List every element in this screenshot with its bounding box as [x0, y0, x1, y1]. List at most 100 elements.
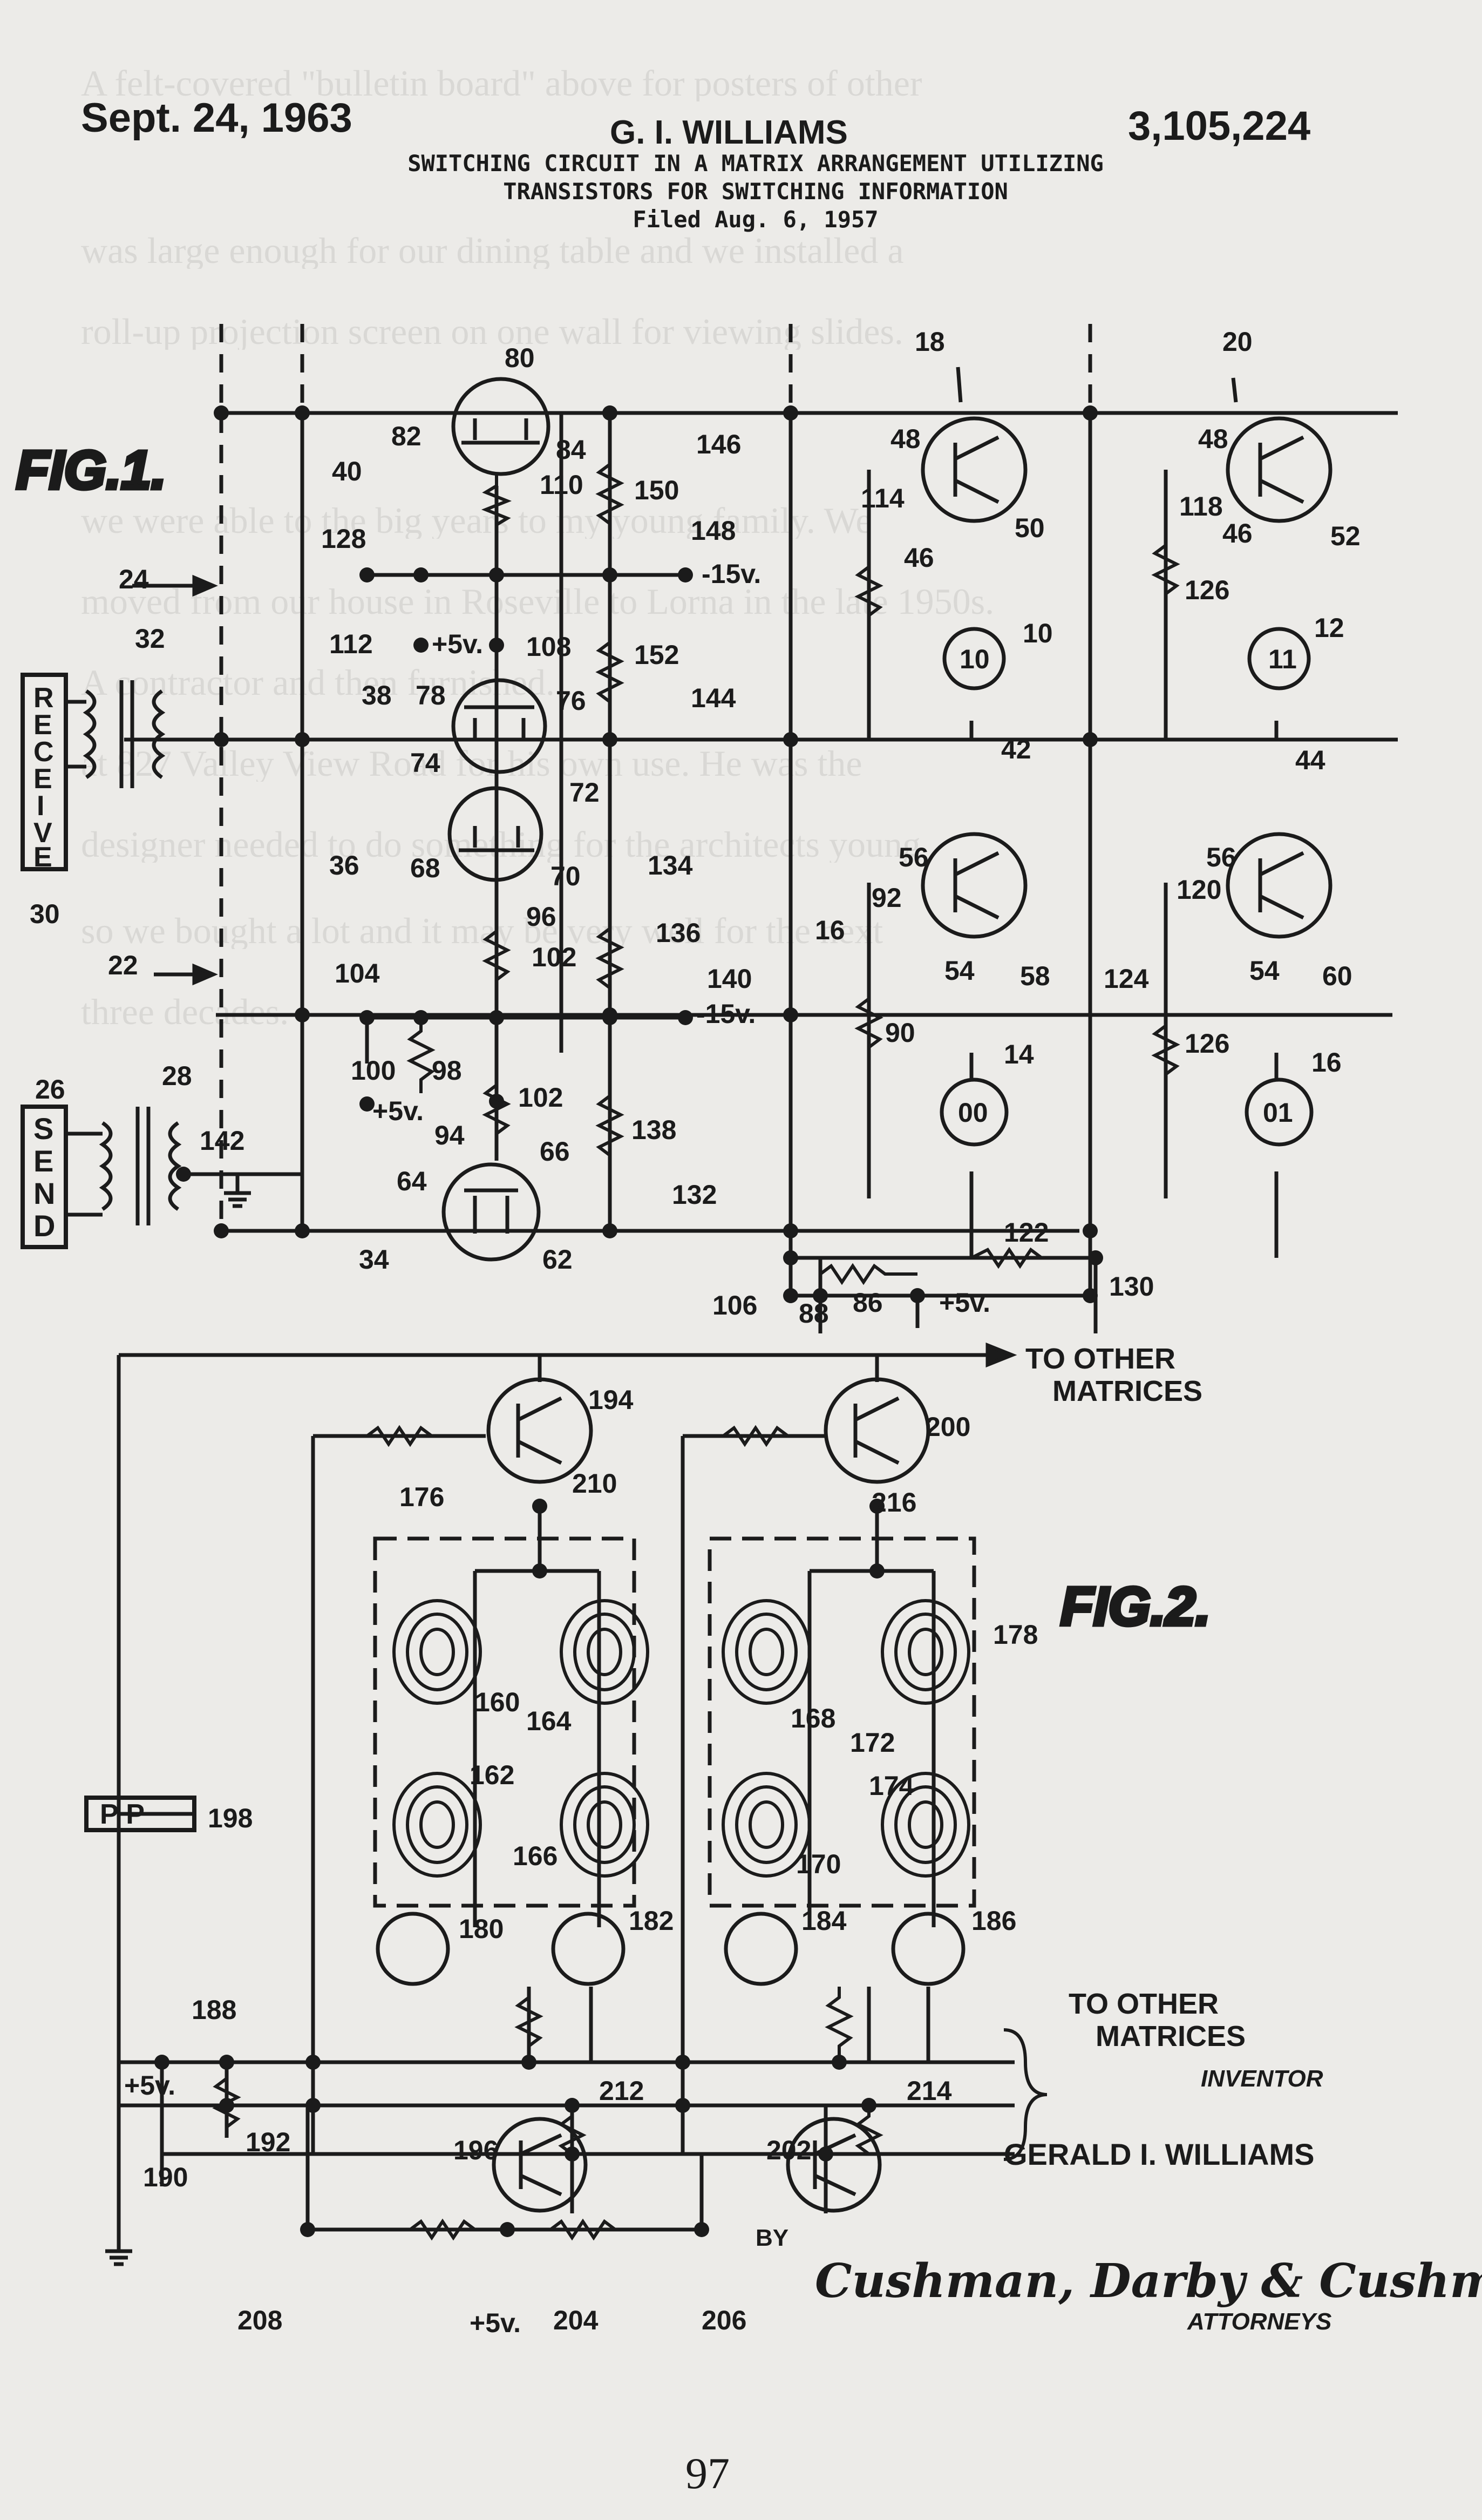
ref-80: 80	[505, 343, 535, 373]
transistor-80	[453, 379, 548, 474]
ref-126a: 126	[1185, 575, 1229, 605]
ref-16a: 16	[815, 915, 845, 945]
ref-152: 152	[634, 640, 679, 670]
ref-92: 92	[872, 883, 902, 913]
ref-82: 82	[391, 421, 422, 451]
fig2-matrix-blocks	[375, 1539, 974, 1906]
ref-20: 20	[1222, 327, 1253, 357]
transistor-74	[453, 680, 545, 772]
ref-94: 94	[434, 1120, 465, 1150]
ref-176: 176	[399, 1482, 444, 1512]
ref-18: 18	[915, 327, 945, 357]
ref-96: 96	[526, 902, 556, 932]
ref-128: 128	[321, 524, 366, 554]
resistor-98	[410, 1018, 432, 1093]
transistor-62	[444, 1164, 539, 1259]
ref-174: 174	[869, 1771, 914, 1801]
ref-38: 38	[362, 680, 392, 710]
ref-164: 164	[526, 1706, 572, 1736]
ref-214: 214	[907, 2076, 952, 2106]
resistor-180-base	[518, 1987, 540, 2057]
ref-108: 108	[526, 632, 571, 662]
receive-label: R E C E I V E	[33, 682, 54, 873]
transistor-186	[893, 1914, 963, 1984]
ref-148: 148	[691, 516, 736, 546]
ref-22: 22	[108, 950, 138, 980]
annotations: TO OTHER MATRICES TO OTHER MATRICES INVE…	[756, 1343, 1482, 2335]
transistor-58	[923, 834, 1025, 937]
ref-12: 12	[1314, 613, 1344, 643]
ref-plus5v-c: +5v.	[939, 1288, 990, 1318]
resistor-102b	[486, 1072, 507, 1144]
send-letter: E	[33, 1144, 53, 1178]
ref-206: 206	[702, 2305, 746, 2335]
resistor-90	[858, 988, 880, 1058]
ref-196: 196	[453, 2135, 498, 2165]
ref-16b: 16	[1311, 1047, 1342, 1078]
resistor-50	[858, 556, 880, 626]
resistor-204-left	[410, 2221, 507, 2238]
ref-84: 84	[556, 435, 586, 465]
ref-130: 130	[1109, 1271, 1154, 1302]
ref-192: 192	[246, 2127, 290, 2157]
ref-11-lamp: 11	[1268, 644, 1297, 674]
ref-42: 42	[1001, 734, 1031, 764]
pp-label: P P	[100, 1799, 145, 1830]
ref-166: 166	[513, 1841, 558, 1871]
ref-110: 110	[540, 470, 583, 500]
ref-114: 114	[861, 483, 905, 513]
ref-01-lamp: 01	[1263, 1098, 1293, 1128]
to-other-matrices-bottom-line1: TO OTHER	[1069, 1988, 1219, 2020]
ref-44: 44	[1295, 745, 1325, 775]
fig1-arrows	[132, 367, 1236, 983]
transistor-180	[378, 1914, 448, 1984]
page-number: 97	[685, 2448, 730, 2499]
ref-10-lamp: 10	[960, 644, 990, 674]
ref-212: 212	[599, 2076, 644, 2106]
ref-136: 136	[656, 918, 701, 948]
ref-190: 190	[143, 2162, 188, 2192]
ref-122: 122	[1004, 1217, 1049, 1248]
ref-74: 74	[410, 748, 440, 778]
ref-194: 194	[588, 1385, 634, 1415]
fig1-label: FIG.1.	[16, 440, 166, 500]
ref-178: 178	[993, 1620, 1038, 1650]
ref-minus15v-a: -15v.	[702, 559, 761, 589]
ref-72: 72	[569, 777, 600, 808]
ref-36: 36	[329, 850, 359, 880]
fig2-label: FIG.2.	[1060, 1576, 1211, 1637]
ref-200: 200	[926, 1412, 970, 1442]
transistor-46	[923, 418, 1025, 521]
ref-180: 180	[459, 1914, 504, 1944]
ref-26: 26	[35, 1074, 65, 1105]
ref-140: 140	[707, 964, 752, 994]
ref-30: 30	[30, 899, 60, 929]
ref-150: 150	[634, 475, 679, 505]
ref-120: 120	[1177, 875, 1221, 905]
ref-62: 62	[542, 1244, 573, 1275]
ref-142: 142	[200, 1126, 244, 1156]
resistor-126a	[1155, 534, 1177, 605]
resistor-184-base	[828, 1987, 850, 2057]
ref-102b: 102	[518, 1082, 563, 1113]
attorney-signature: Cushman, Darby & Cushman	[815, 2254, 1482, 2308]
ref-160: 160	[475, 1687, 520, 1717]
ref-170: 170	[796, 1849, 841, 1879]
transistor-184	[726, 1914, 796, 1984]
ref-210: 210	[572, 1468, 617, 1499]
ref-00-lamp: 00	[958, 1098, 988, 1128]
transistor-182	[553, 1914, 623, 1984]
ref-14: 14	[1004, 1039, 1034, 1069]
ref-46b: 46	[1222, 518, 1253, 548]
ref-60: 60	[1322, 961, 1352, 991]
ref-124: 124	[1104, 964, 1149, 994]
fig2-reference-numerals: 194 200 210 176 216 178 160 164 168 172 …	[124, 1385, 1038, 2338]
ref-198: 198	[208, 1803, 253, 1833]
ref-10-label: 10	[1023, 618, 1053, 648]
ref-162: 162	[470, 1760, 514, 1790]
ref-184: 184	[801, 1906, 847, 1936]
ref-172: 172	[850, 1728, 895, 1758]
send-letter: D	[33, 1209, 55, 1243]
ref-70: 70	[550, 861, 581, 891]
